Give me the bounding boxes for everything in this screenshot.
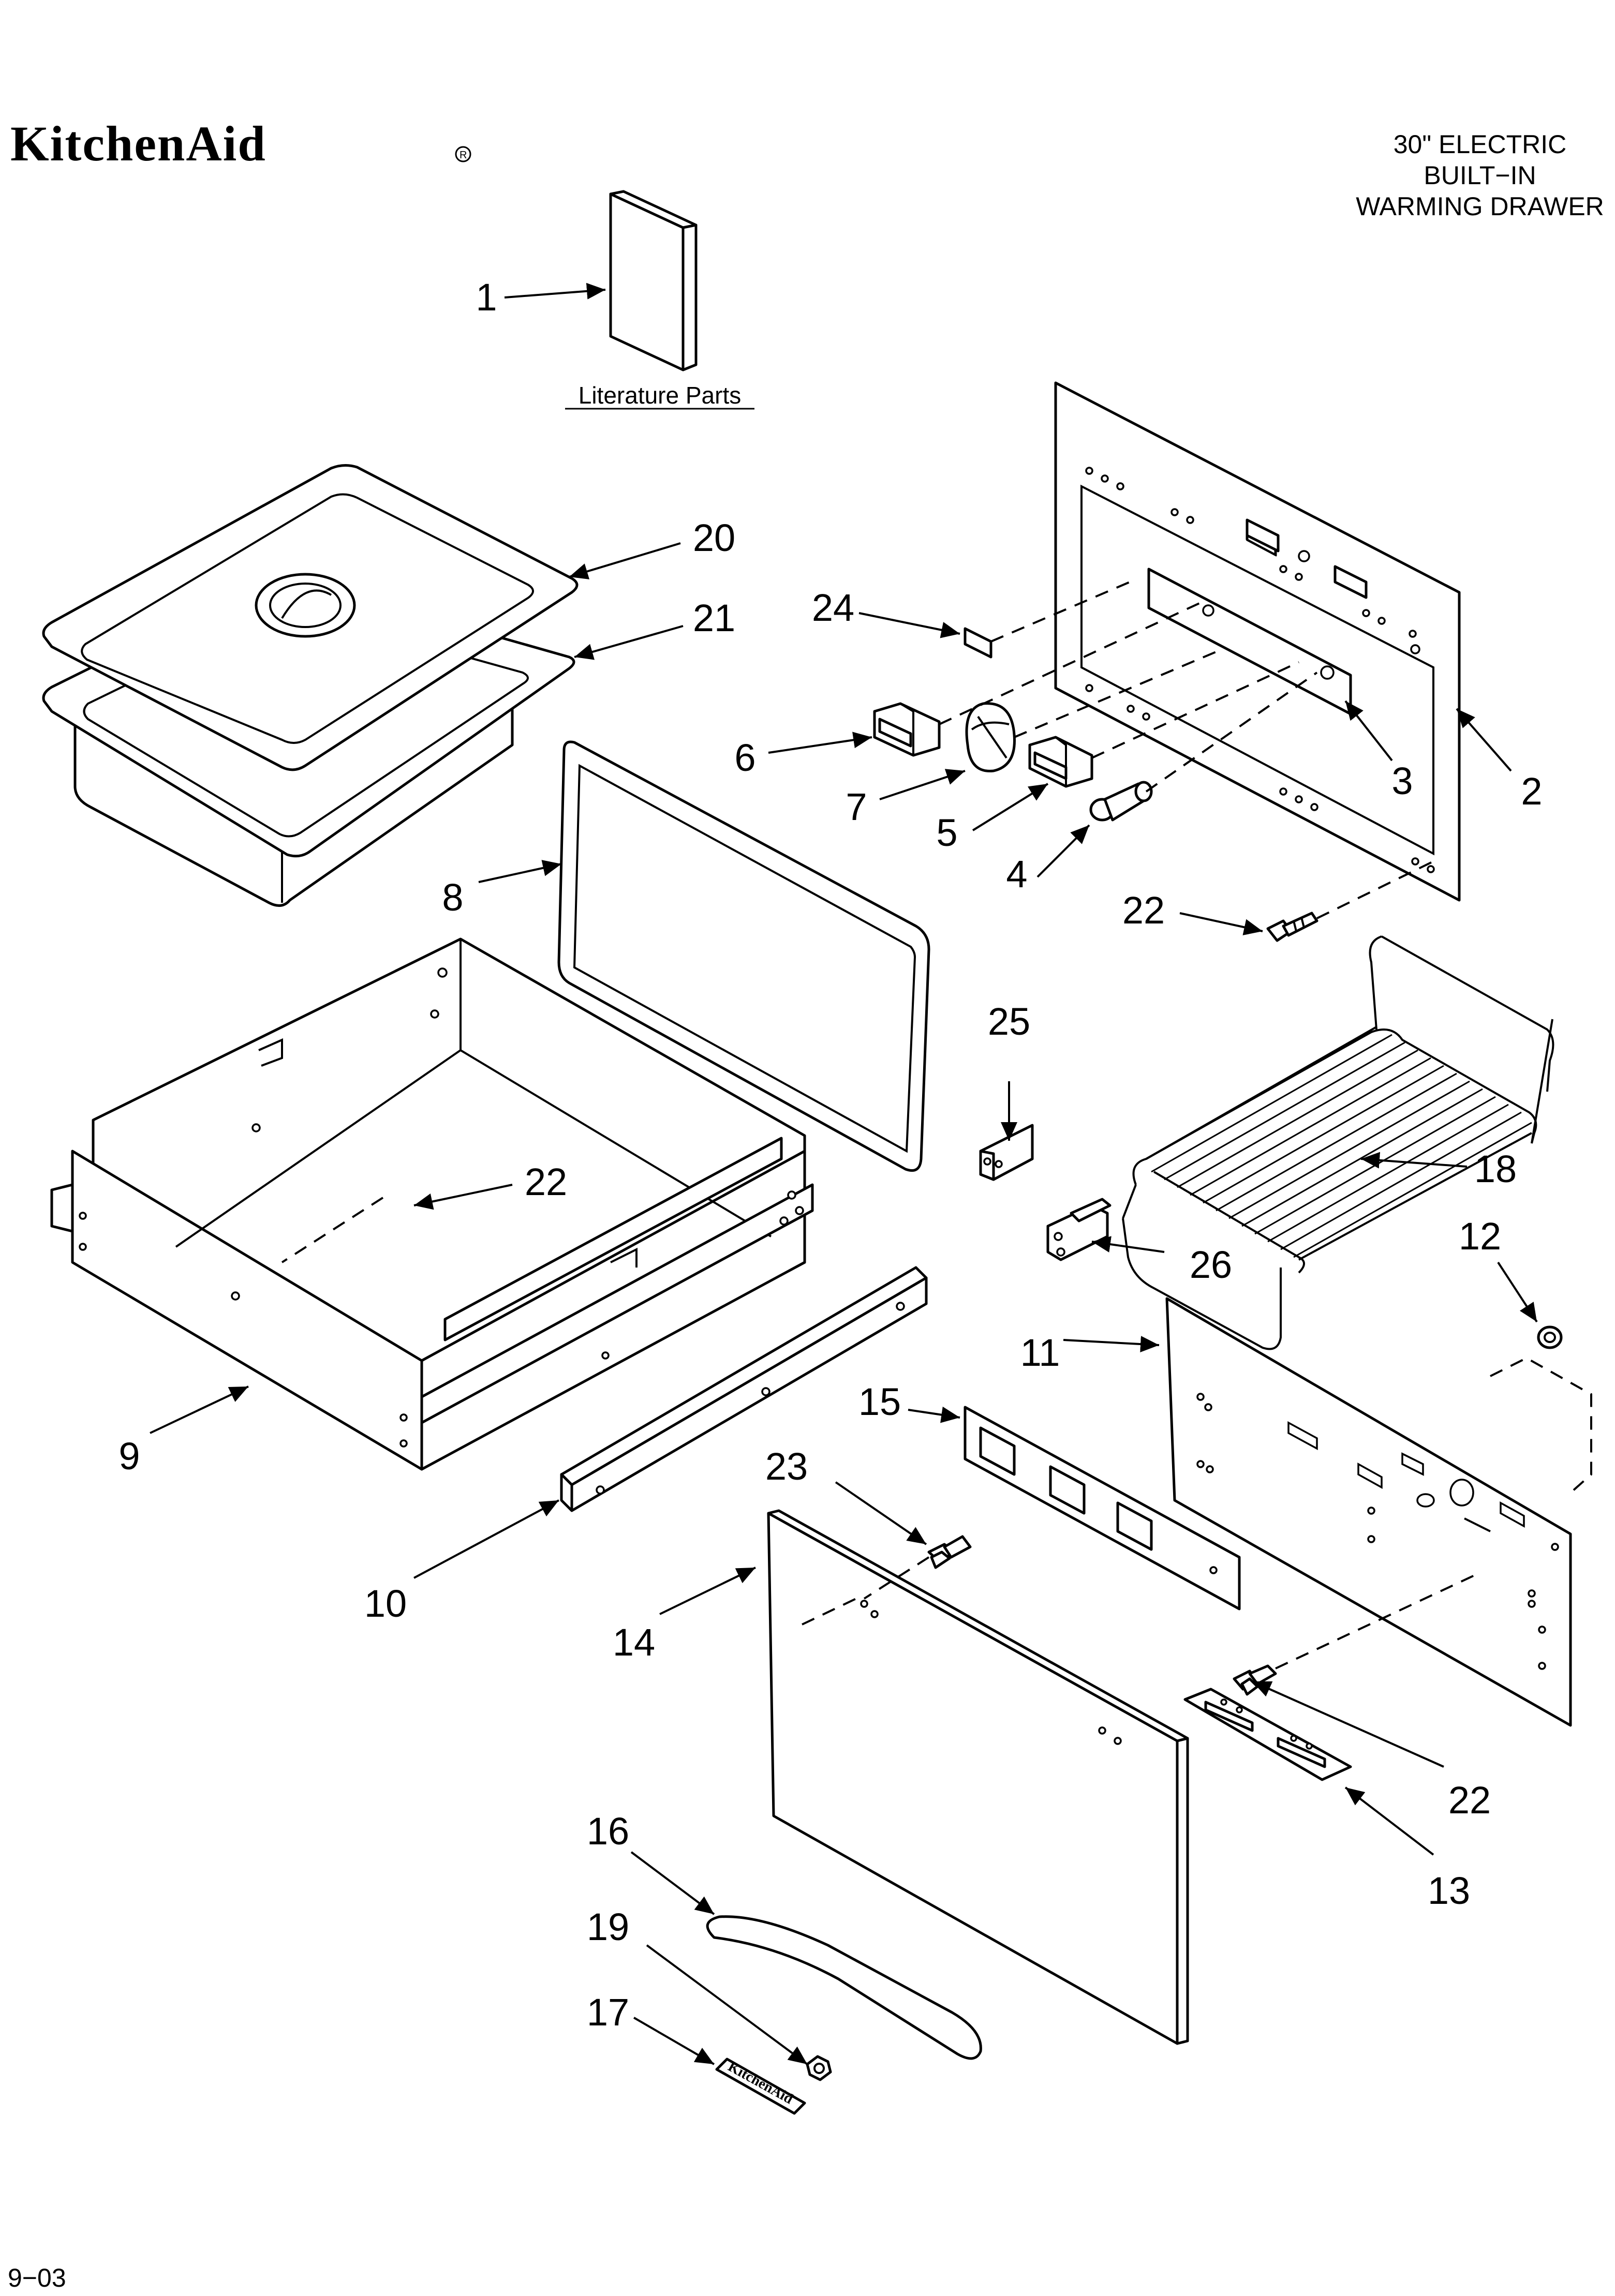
part-2-control-panel — [1054, 381, 1461, 902]
callout-23: 23 — [765, 1445, 808, 1488]
leader-arrows — [150, 282, 1538, 2065]
callout-9: 9 — [118, 1435, 140, 1478]
callout-2: 2 — [1521, 770, 1542, 813]
diagram-title-line-3: WARMING DRAWER — [1356, 192, 1604, 221]
part-6-rocker-switch — [873, 702, 941, 757]
part-5-rocker-switch — [1028, 736, 1093, 788]
callout-25: 25 — [988, 1000, 1030, 1043]
part-24-label — [964, 627, 992, 659]
callout-12: 12 — [1459, 1215, 1501, 1258]
part-18-wire-rack — [1122, 935, 1554, 1350]
part-8-gasket — [557, 740, 930, 1172]
part-23-screw — [927, 1535, 972, 1569]
brand-registered-mark: R — [455, 146, 471, 162]
part-17-nameplate: KitchenAid — [715, 2058, 806, 2115]
callout-22-upper: 22 — [1122, 889, 1165, 932]
part-12-nut — [1537, 1325, 1563, 1349]
part-4-indicator-light — [1089, 781, 1153, 822]
part-26-module — [1046, 1198, 1112, 1261]
part-25-bracket — [979, 1124, 1034, 1181]
callout-21: 21 — [693, 597, 735, 639]
callout-3: 3 — [1391, 759, 1413, 802]
callout-6: 6 — [734, 736, 755, 779]
callout-16: 16 — [587, 1810, 629, 1853]
part-11-front-panel — [1165, 1297, 1572, 1727]
part-10-slide-rail — [560, 1266, 928, 1512]
diagram-title-line-1: 30" ELECTRIC — [1394, 130, 1567, 159]
callout-4: 4 — [1006, 853, 1027, 896]
part-7-control-knob — [965, 702, 1016, 772]
diagram-title-line-2: BUILT−IN — [1424, 161, 1536, 190]
part-15-control-overlay — [964, 1406, 1241, 1611]
part-14-drawer-front — [767, 1509, 1189, 2045]
part-1-literature — [609, 190, 698, 371]
callout-17: 17 — [587, 1991, 629, 2034]
callout-18: 18 — [1474, 1147, 1517, 1190]
part-13-switch-strip — [1183, 1688, 1352, 1781]
svg-text:R: R — [460, 150, 467, 161]
brand-logo: KitchenAid — [10, 116, 266, 171]
callout-20: 20 — [693, 516, 735, 559]
part-22-screw-upper — [1266, 912, 1318, 942]
callout-24: 24 — [812, 586, 854, 629]
literature-parts-label: Literature Parts — [579, 382, 741, 409]
callout-13: 13 — [1428, 1869, 1470, 1912]
callout-22-lower: 22 — [1448, 1779, 1491, 1822]
callout-11: 11 — [1020, 1331, 1060, 1374]
part-16-handle — [706, 1915, 982, 2060]
callout-1: 1 — [476, 276, 497, 319]
assembly-dashed-lines — [281, 578, 1592, 1669]
footer-code: 9−03 — [8, 2263, 66, 2292]
callout-14: 14 — [613, 1621, 655, 1664]
callout-22-drawer: 22 — [525, 1160, 567, 1203]
callout-7: 7 — [846, 785, 867, 828]
callout-8: 8 — [442, 876, 463, 919]
part-19-end-cap — [806, 2055, 832, 2081]
nameplate-logo-text: KitchenAid — [725, 2059, 796, 2107]
callout-5: 5 — [936, 811, 957, 854]
callout-19: 19 — [587, 1905, 629, 1948]
callout-15: 15 — [858, 1380, 901, 1423]
part-20-pan-lid — [42, 464, 579, 771]
part-9-drawer-box — [50, 937, 814, 1471]
callout-10: 10 — [364, 1582, 407, 1625]
callout-26: 26 — [1190, 1243, 1232, 1286]
